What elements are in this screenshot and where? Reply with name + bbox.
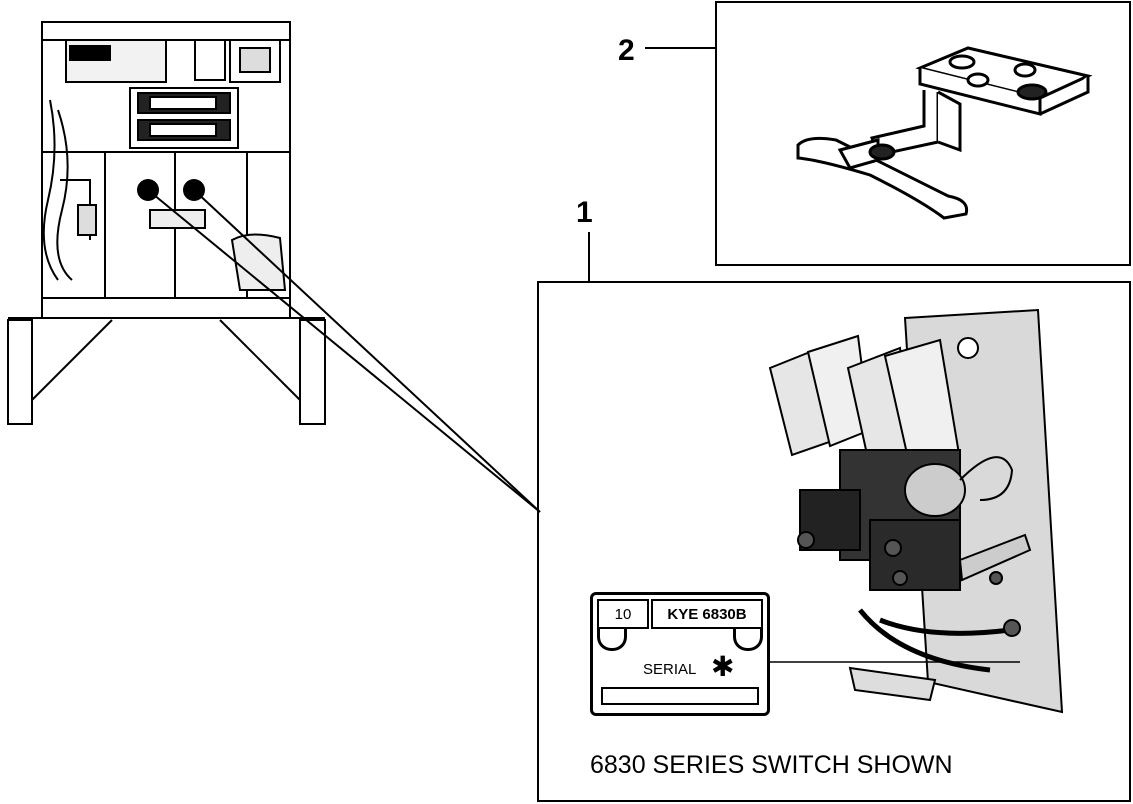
nameplate-slot-left <box>597 629 627 651</box>
callout-number-1: 1 <box>576 196 593 229</box>
detail-box-1 <box>537 281 1131 802</box>
leader-line-left <box>147 189 541 513</box>
nameplate-slot-right <box>733 629 763 651</box>
callout-number-2: 2 <box>618 34 635 67</box>
asterisk-icon: ✱ <box>711 651 735 682</box>
mounting-bracket-illustration <box>796 46 1093 220</box>
nameplate-serial-field <box>601 687 759 705</box>
figure-caption: 6830 SERIES SWITCH SHOWN <box>590 751 953 779</box>
nameplate-serial-label: SERIAL <box>643 661 697 678</box>
nameplate-number: 10 <box>597 599 649 629</box>
detail-box-2 <box>715 1 1131 266</box>
nameplate: 10 KYE 6830B SERIAL ✱ <box>590 592 770 716</box>
switch-illustration <box>768 308 1064 714</box>
nameplate-model: KYE 6830B <box>651 599 763 629</box>
leader-line-right <box>193 189 541 513</box>
